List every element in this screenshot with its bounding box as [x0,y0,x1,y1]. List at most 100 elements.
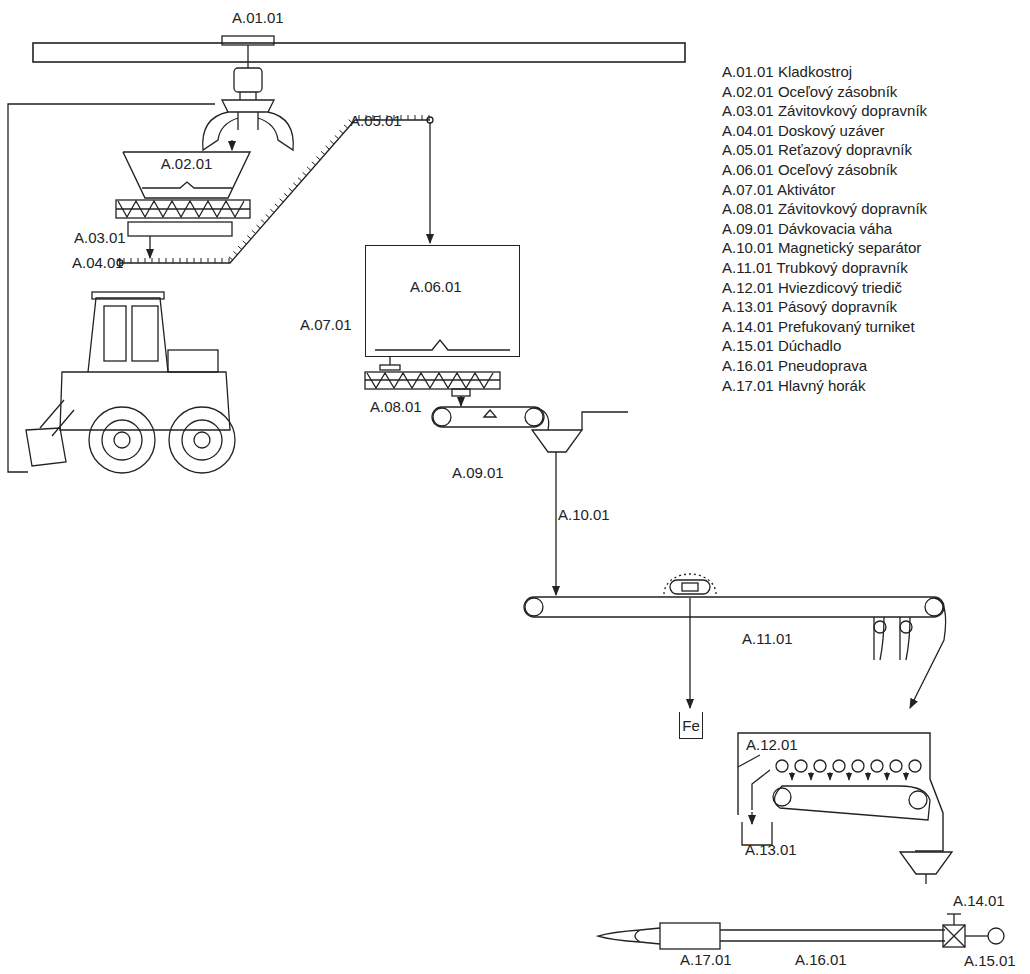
chain-conveyor [275,204,279,207]
belt-conveyor [900,852,952,874]
wheel-loader [26,292,235,473]
star-sorter [890,760,902,772]
tube-conveyor [524,597,946,708]
callout-number: A.16.01 [795,952,847,969]
chain-conveyor [261,220,265,223]
star-sorter-box: A.12.01 [738,733,933,855]
wheel-loader [194,432,210,448]
crane-rail [33,43,685,62]
chain-conveyor [312,162,316,165]
screw-conveyor [365,372,500,389]
screw-conveyor [118,201,244,217]
pneumatic-line [720,940,945,941]
tube-conveyor [874,617,910,660]
chain-conveyor [180,258,181,263]
batching-scale [432,407,544,427]
material-pile [375,340,510,350]
screw-conveyor [460,396,461,406]
legend-line: A.14.01 Prefukovaný turniket [722,319,915,336]
batching-scale [532,430,582,452]
callout-number: A.13.01 [745,842,797,859]
pneumatic-line [943,925,965,947]
feed-line [231,140,232,150]
star-sorter [871,760,883,772]
equipment-label: A.12.01 [738,733,933,754]
chain-conveyor [173,258,174,263]
chain-conveyor [131,258,132,263]
batching-scale [582,412,628,430]
chain-conveyor [152,258,153,263]
crane-grab [258,112,293,150]
legend-line: A.11.01 Trubkový dopravník [722,260,908,277]
pneumatic-line [720,929,945,930]
chain-conveyor [293,183,297,186]
legend-line: A.17.01 Hlavný horák [722,378,865,395]
wheel-loader [104,306,126,361]
chain-conveyor [159,258,160,263]
chain-conveyor [138,258,139,263]
star-sorter [887,772,888,780]
magnetic-separator [682,583,698,591]
chain-conveyor [316,157,320,160]
chain-conveyor [117,115,433,266]
callout-number: A.07.01 [300,317,352,334]
screw-conveyor [452,389,470,396]
legend-line: A.12.01 Hviezdicový triedič [722,280,902,297]
material-pile [142,182,232,188]
legend-line: A.02.01 Oceľový zásobník [722,84,897,101]
main-burner [635,930,640,942]
crane-grab [239,92,240,100]
star-sorter [852,760,864,772]
chain-conveyor [284,193,288,196]
crane-grab [255,92,256,100]
wheel-loader [88,298,168,372]
legend-line: A.05.01 Reťazový dopravník [722,142,912,159]
chain-conveyor [321,151,325,154]
callout-number: A.10.01 [558,507,610,524]
crane-grab [222,100,274,112]
equipment-label: Fe [680,712,702,735]
wheel-loader [168,350,218,372]
pneumatic-line [947,913,961,914]
chain-conveyor [330,141,334,144]
chain-conveyor [194,258,195,263]
callout-number: A.15.01 [964,953,1016,970]
callout-number: A.04.01 [72,255,124,272]
wheel-loader [26,428,66,466]
star-sorter [814,760,826,772]
legend-line: A.04.01 Doskový uzáver [722,123,885,140]
legend-line: A.08.01 Závitovkový dopravník [722,201,927,218]
chain-conveyor [298,178,302,181]
wheel-loader [40,400,74,436]
chain-conveyor [166,258,167,263]
callout-number: A.14.01 [953,893,1005,910]
callout-number: A.11.01 [742,631,793,648]
star-sorter [849,772,850,780]
callout-number: A.03.01 [74,230,126,247]
wheel-loader [132,306,158,361]
crane-grab [257,112,258,130]
callout-number: A.08.01 [370,399,422,416]
legend-line: A.16.01 Pneudoprava [722,358,867,375]
callout-number: A.05.01 [350,113,402,130]
batching-scale [433,408,451,426]
star-sorter [906,772,907,780]
chain-conveyor [229,257,233,260]
chain-conveyor [229,258,230,263]
steel-hopper: A.06.01 [365,245,520,357]
chain-conveyor [243,241,247,244]
screw-conveyor [116,200,250,218]
main-burner [598,923,720,949]
pneumatic-line [943,925,965,947]
main-burner [660,923,720,949]
crane-rail [33,43,685,62]
chain-conveyor [303,172,307,175]
tube-conveyor [525,598,543,616]
legend-line: A.01.01 Kladkostroj [722,64,852,81]
chain-conveyor [145,258,146,263]
slide-gate [128,222,232,236]
chain-conveyor [339,130,343,133]
wheel-loader [89,407,155,473]
pneumatic-line [720,914,1004,947]
